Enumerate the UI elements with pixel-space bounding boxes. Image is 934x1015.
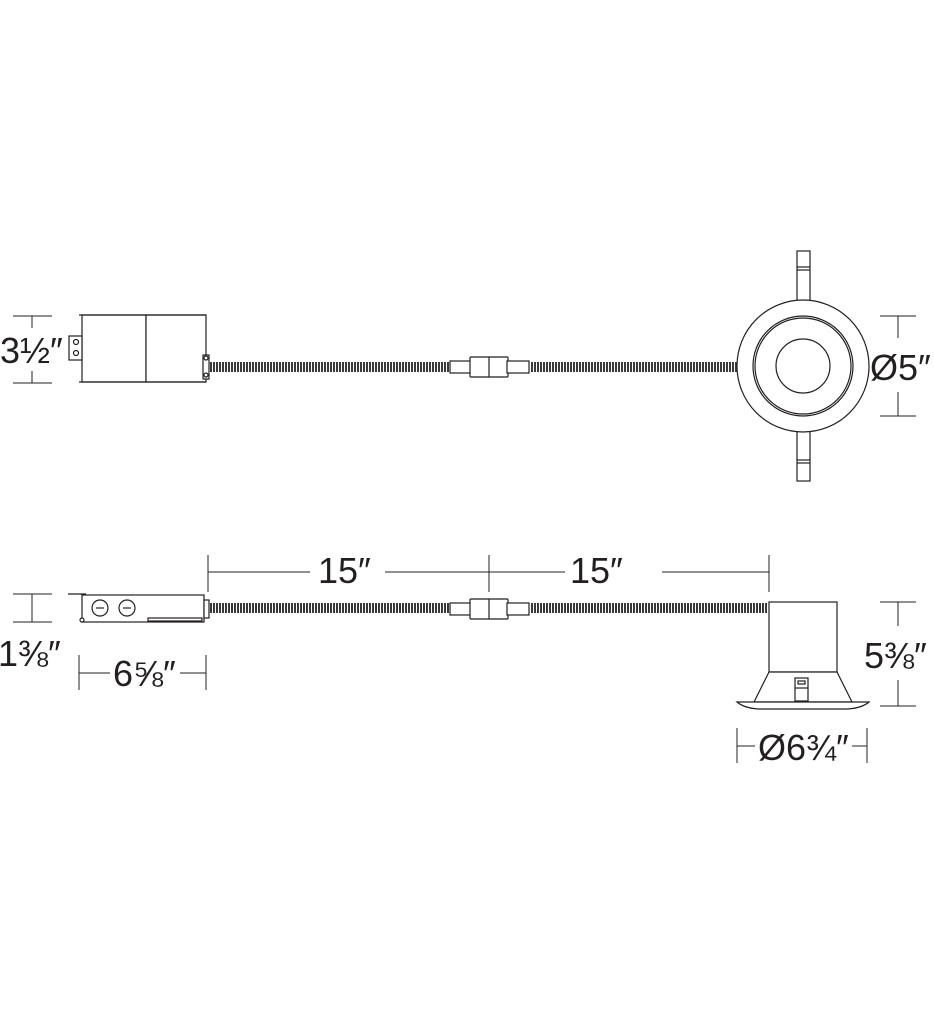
conduit-top-left: [210, 362, 450, 372]
housing-side: [735, 601, 871, 710]
connector-side: [449, 598, 530, 620]
dimension-junction-box-height-side: [13, 593, 52, 623]
junction-box-top: [68, 314, 210, 383]
dimension-conduit-lengths: [207, 555, 770, 592]
label-junction-box-length: 6⅝″: [113, 653, 176, 694]
dimension-trim-diameter-top: [880, 315, 916, 417]
side-view: 15″ 15″ 1⅜″ 6⅝″: [0, 550, 927, 768]
label-conduit-length-right: 15″: [570, 550, 623, 591]
conduit-top-right: [530, 362, 738, 372]
dimension-trim-diameter-side: [736, 728, 868, 763]
conduit-side-left: [210, 603, 450, 613]
connector-top: [449, 356, 530, 378]
dimension-junction-box-length: [78, 655, 207, 690]
top-view: 3½″: [0, 250, 931, 482]
label-housing-height: 5⅜″: [864, 635, 927, 676]
label-junction-box-height-side: 1⅜″: [0, 633, 61, 674]
junction-box-side: [68, 593, 210, 623]
trim-top-view: [736, 250, 870, 482]
dimension-junction-box-height-top: [13, 315, 52, 384]
label-trim-diameter-side: Ø6¾″: [758, 727, 849, 768]
conduit-side-right: [530, 603, 768, 613]
label-trim-diameter-top: Ø5″: [870, 347, 931, 388]
label-conduit-length-left: 15″: [318, 550, 371, 591]
label-junction-box-height-top: 3½″: [0, 330, 63, 371]
dimension-housing-height: [880, 601, 916, 707]
